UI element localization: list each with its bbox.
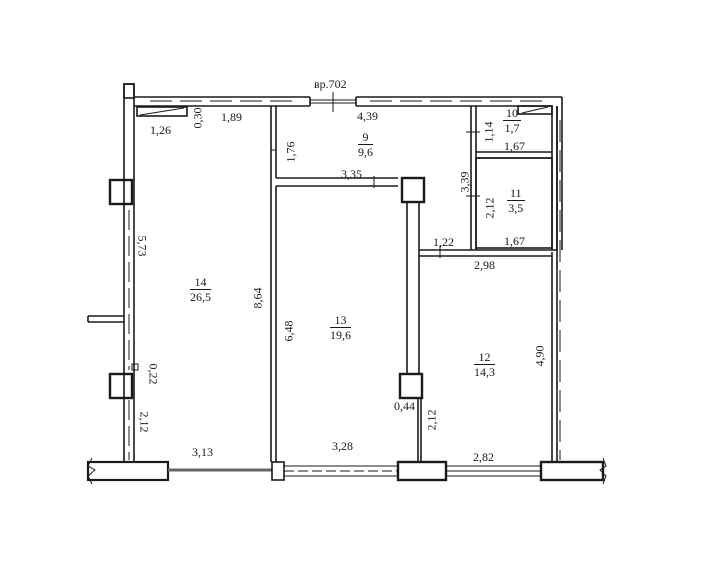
dimension-label: 1,22 (433, 235, 454, 249)
room-number: 13 (330, 313, 351, 328)
dimension-label: 2,12 (137, 411, 152, 433)
dimension-label: 1,26 (150, 123, 171, 137)
room-11-label: 11 3,5 (507, 186, 525, 215)
opening-label: вр.702 (314, 77, 347, 91)
room-13-label: 13 19,6 (330, 313, 351, 342)
dimension-label: 2,82 (473, 450, 494, 464)
dimension-label: 2,12 (482, 197, 497, 219)
dimension-label: 0,22 (146, 363, 161, 385)
dimension-label: 0,44 (394, 399, 415, 413)
dimension-label: 1,67 (504, 139, 525, 153)
room-area: 1,7 (504, 121, 520, 135)
room-14-label: 14 26,5 (190, 275, 211, 304)
room-number: 10 (503, 106, 521, 121)
dimension-label: 5,73 (135, 235, 150, 257)
dimension-label: 3,35 (341, 167, 362, 181)
dimension-label: 2,12 (424, 409, 439, 431)
dimension-label: 1,89 (221, 110, 242, 124)
room-12-label: 12 14,3 (474, 350, 495, 379)
dimension-label: 3,28 (332, 439, 353, 453)
room-number: 11 (507, 186, 525, 201)
room-area: 26,5 (190, 290, 211, 304)
dimension-label: 1,76 (283, 141, 298, 163)
dimension-label: 3,39 (457, 171, 472, 193)
room-area: 19,6 (330, 328, 351, 342)
dimension-label: 2,98 (474, 258, 495, 272)
room-number: 14 (190, 275, 211, 290)
dimension-label: 8,64 (250, 287, 265, 309)
room-10-label: 10 1,7 (503, 106, 521, 135)
dimension-label: 3,13 (192, 445, 213, 459)
room-9-label: 9 9,6 (358, 130, 373, 159)
room-area: 9,6 (358, 145, 373, 159)
dimension-label: 4,90 (532, 345, 547, 367)
dimension-label: 1,14 (481, 121, 496, 143)
room-number: 12 (474, 350, 495, 365)
dimension-label: 4,39 (357, 109, 378, 123)
dimension-label: 1,67 (504, 234, 525, 248)
room-number: 9 (358, 130, 373, 145)
room-area: 3,5 (508, 201, 524, 215)
dimension-label: 0,30 (190, 107, 205, 129)
room-area: 14,3 (474, 365, 495, 379)
dimension-label: 6,48 (281, 320, 296, 342)
